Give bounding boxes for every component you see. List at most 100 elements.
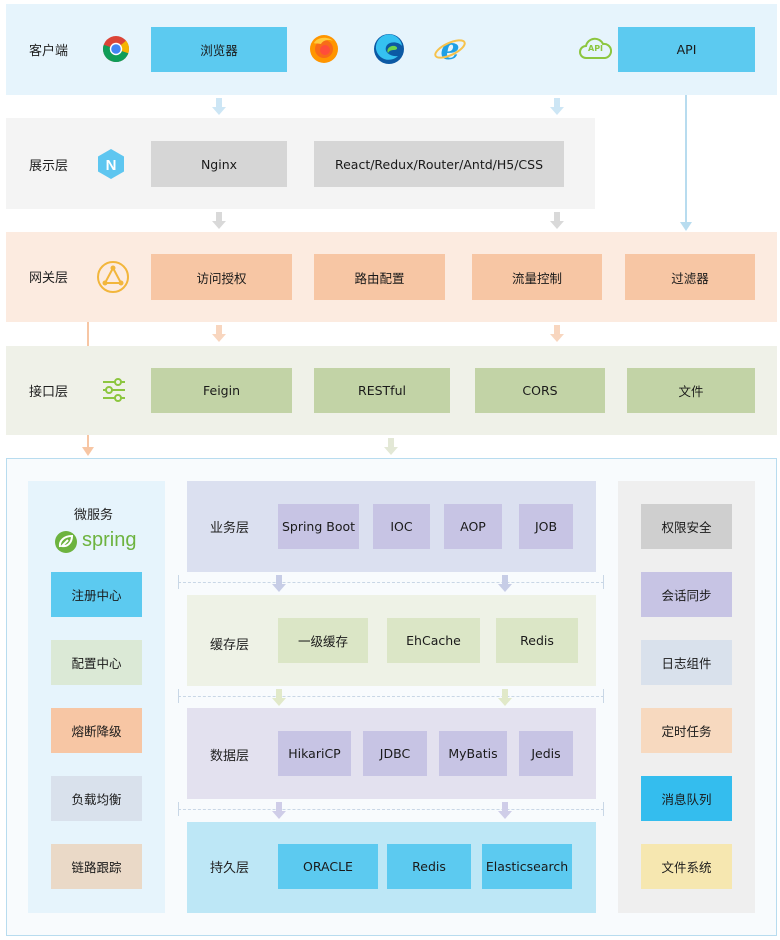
arrow-down (498, 689, 512, 707)
cache-item: 一级缓存 (278, 618, 368, 663)
nginx-label: Nginx (200, 156, 238, 172)
separator-tick (178, 802, 179, 816)
business-item-label: Spring Boot (281, 519, 356, 534)
microservice-item-label: 配置中心 (71, 656, 122, 671)
cache-item-label: Redis (520, 633, 554, 648)
api-cloud-icon-text: API (588, 44, 604, 53)
microservice-item: 链路跟踪 (51, 844, 142, 889)
spring-logo-text: spring (82, 529, 137, 551)
support-item: 文件系统 (641, 844, 732, 889)
chrome-icon (102, 35, 130, 63)
data-item-label: Jedis (531, 746, 561, 761)
business-item-label: AOP (460, 519, 486, 534)
firefox-icon (308, 33, 340, 65)
frontend-stack-label: React/Redux/Router/Antd/H5/CSS (334, 156, 544, 172)
gateway-layer-label: 网关层 (29, 271, 69, 286)
arrow-down (272, 802, 286, 820)
persistence-item: Redis (387, 844, 471, 889)
cache-item: Redis (496, 618, 578, 663)
support-item: 定时任务 (641, 708, 732, 753)
arrow-down (272, 689, 286, 707)
microservice-item: 负载均衡 (51, 776, 142, 821)
microservice-item-label: 熔断降级 (71, 724, 122, 739)
api-cloud-icon: API (578, 36, 612, 62)
interface-item-label: RESTful (358, 383, 406, 398)
persistence-item: Elasticsearch (482, 844, 572, 889)
data-item: JDBC (363, 731, 427, 776)
cache-item-label: EhCache (406, 633, 461, 648)
microservice-panel (28, 481, 165, 913)
business-layer-label: 业务层 (210, 521, 250, 536)
microservice-item: 熔断降级 (51, 708, 142, 753)
interface-item-label: 文件 (678, 384, 704, 399)
interface-item-label: Feigin (203, 383, 240, 398)
nginx-icon: N (96, 148, 126, 180)
support-item: 消息队列 (641, 776, 732, 821)
interface-item: Feigin (151, 368, 292, 413)
microservice-item-label: 注册中心 (71, 588, 122, 603)
support-panel (618, 481, 755, 913)
business-item: AOP (444, 504, 502, 549)
business-item: IOC (373, 504, 430, 549)
data-item: MyBatis (439, 731, 507, 776)
support-item: 会话同步 (641, 572, 732, 617)
interface-layer-label: 接口层 (29, 385, 69, 400)
support-item-label: 权限安全 (661, 520, 712, 535)
microservice-title: 微服务 (74, 508, 114, 523)
interface-item: 文件 (627, 368, 755, 413)
gateway-item: 访问授权 (151, 254, 292, 300)
api-box: API (618, 27, 755, 72)
data-item-label: HikariCP (288, 746, 341, 761)
microservice-item: 配置中心 (51, 640, 142, 685)
gateway-item-label: 路由配置 (354, 270, 405, 286)
support-item-label: 文件系统 (661, 860, 712, 875)
arrow-down (272, 575, 286, 593)
edge-icon (372, 32, 406, 66)
business-item-label: JOB (534, 519, 558, 534)
arrow-down (550, 98, 564, 116)
gateway-item: 过滤器 (625, 254, 755, 300)
support-item: 日志组件 (641, 640, 732, 685)
support-item-label: 日志组件 (661, 656, 712, 671)
frontend-stack-box: React/Redux/Router/Antd/H5/CSS (314, 141, 564, 187)
arrow-down (498, 802, 512, 820)
svg-text:e: e (440, 32, 459, 66)
arrow-down (212, 98, 226, 116)
data-item: Jedis (519, 731, 573, 776)
data-item: HikariCP (278, 731, 351, 776)
persistence-item-label: Redis (412, 859, 446, 874)
separator-tick (603, 802, 604, 816)
support-item: 权限安全 (641, 504, 732, 549)
interface-item: RESTful (314, 368, 450, 413)
arrow-down (212, 325, 226, 343)
client-layer-label: 客户端 (29, 44, 69, 59)
microservice-item-label: 链路跟踪 (71, 860, 122, 875)
spring-logo-icon (54, 530, 78, 554)
layer-separator (178, 809, 604, 810)
microservice-item-label: 负载均衡 (71, 792, 122, 807)
cache-item-label: 一级缓存 (297, 634, 348, 649)
gateway-item-label: 过滤器 (671, 270, 709, 286)
layer-separator (178, 696, 604, 697)
separator-tick (178, 689, 179, 703)
arrow-down (498, 575, 512, 593)
sliders-icon (100, 376, 128, 404)
business-item-label: IOC (390, 519, 413, 534)
arrow-down (384, 438, 398, 456)
support-item-label: 定时任务 (661, 724, 712, 739)
interface-item: CORS (475, 368, 605, 413)
browser-label: 浏览器 (200, 43, 238, 58)
interface-item-label: CORS (522, 383, 558, 398)
persistence-item: ORACLE (278, 844, 378, 889)
cache-item: EhCache (387, 618, 480, 663)
gateway-network-icon (96, 260, 130, 294)
nginx-box: Nginx (151, 141, 287, 187)
business-item: Spring Boot (278, 504, 359, 549)
microservice-item: 注册中心 (51, 572, 142, 617)
separator-tick (178, 575, 179, 589)
layer-separator (178, 582, 604, 583)
persistence-item-label: Elasticsearch (485, 859, 569, 874)
api-arrow-line (680, 95, 692, 235)
separator-tick (603, 575, 604, 589)
support-item-label: 会话同步 (661, 588, 712, 603)
